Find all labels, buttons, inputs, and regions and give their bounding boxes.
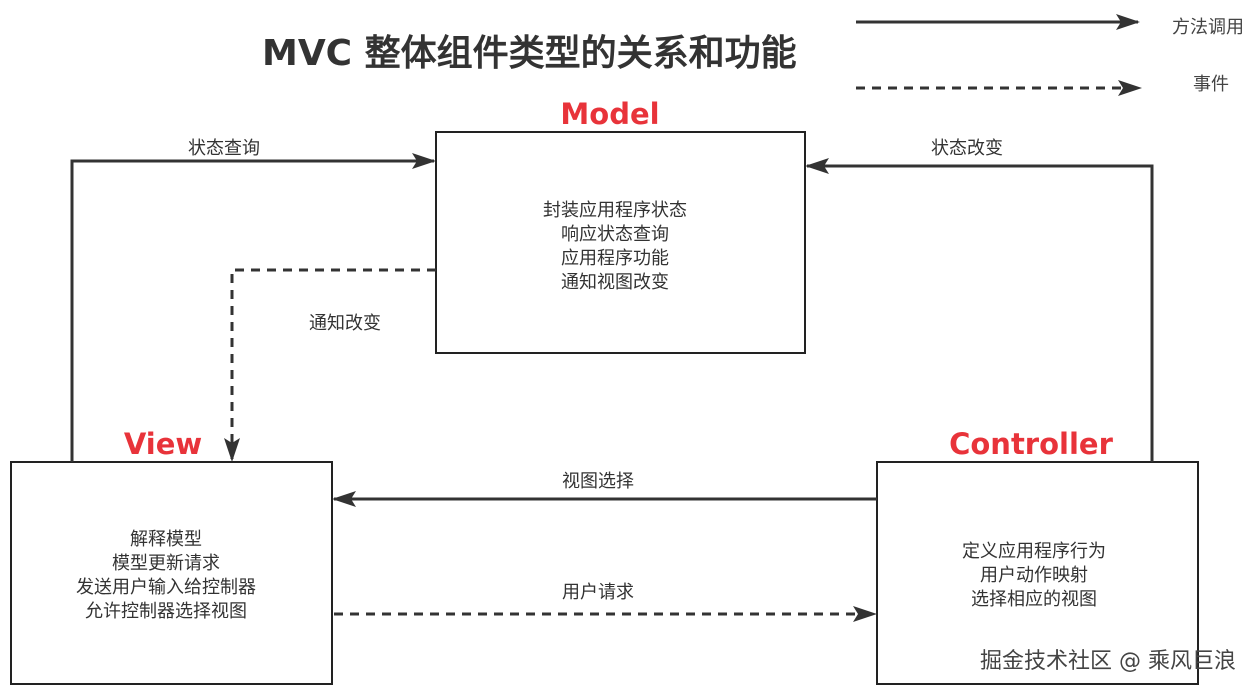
model-box [435, 131, 806, 354]
view-line-1: 解释模型 [130, 529, 202, 550]
edge-state-change [805, 158, 1154, 462]
model-line-1: 封装应用程序状态 [543, 200, 687, 221]
view-component: View 解释模型 模型更新请求 发送用户输入给控制器 允许控制器选择视图 [10, 427, 333, 685]
edge-notify-change [224, 268, 436, 462]
view-title: View [124, 427, 202, 461]
edge-state-change-label: 状态改变 [931, 138, 1003, 159]
edge-state-query [70, 153, 436, 462]
model-title: Model [560, 97, 659, 131]
view-box [10, 461, 333, 685]
edge-notify-change-label: 通知改变 [309, 313, 381, 334]
edge-state-query-label: 状态查询 [188, 138, 260, 159]
view-line-4: 允许控制器选择视图 [85, 601, 247, 622]
view-line-3: 发送用户输入给控制器 [76, 577, 256, 598]
model-component: Model 封装应用程序状态 响应状态查询 应用程序功能 通知视图改变 [435, 97, 806, 354]
controller-title: Controller [949, 427, 1113, 461]
controller-line-3: 选择相应的视图 [971, 589, 1097, 610]
model-line-2: 响应状态查询 [561, 224, 669, 245]
controller-box [876, 461, 1199, 685]
controller-line-1: 定义应用程序行为 [962, 541, 1106, 562]
watermark: 掘金技术社区 @ 乘风巨浪 [980, 649, 1236, 674]
controller-component: Controller 定义应用程序行为 用户动作映射 选择相应的视图 [876, 427, 1199, 685]
legend: 方法调用 事件 [856, 14, 1244, 96]
page-title: MVC 整体组件类型的关系和功能 [262, 33, 797, 74]
legend-method-call-label: 方法调用 [1172, 17, 1244, 38]
view-line-2: 模型更新请求 [112, 553, 220, 574]
edge-view-select-label: 视图选择 [562, 471, 634, 492]
model-line-4: 通知视图改变 [561, 272, 669, 293]
edge-user-request-label: 用户请求 [562, 582, 634, 603]
model-line-3: 应用程序功能 [561, 248, 669, 269]
legend-event-label: 事件 [1193, 74, 1229, 95]
controller-line-2: 用户动作映射 [980, 565, 1088, 586]
